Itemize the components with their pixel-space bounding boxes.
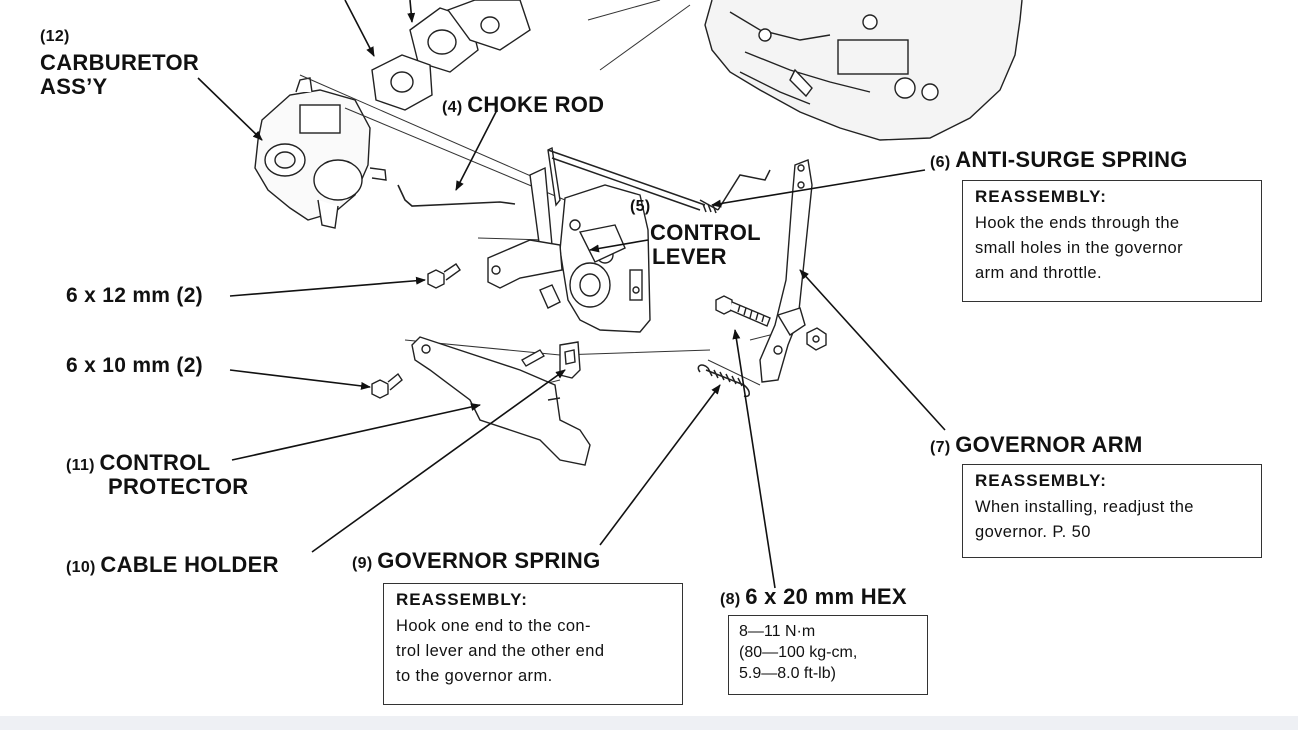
- carburetor-label-line1: CARBURETOR: [40, 50, 200, 75]
- carburetor-label-line2: ASS’Y: [40, 74, 108, 99]
- control-lever-number: (5): [630, 198, 651, 215]
- cable-holder-drawing: [559, 341, 581, 379]
- bolt-6x12-drawing: [427, 263, 461, 289]
- note-line: small holes in the governor: [975, 239, 1183, 257]
- carburetor-number: (12): [40, 28, 70, 45]
- anti-surge-spring-name: ANTI-SURGE SPRING: [955, 147, 1188, 172]
- callout-arrows: [197, 0, 946, 589]
- choke-rod-label: (4) CHOKE ROD: [442, 92, 604, 118]
- anti-surge-spring-number: (6): [930, 154, 951, 171]
- anti-surge-spring-drawing: [547, 149, 771, 214]
- bolt-6x10-drawing: [371, 372, 403, 399]
- control-protector-name-line1: CONTROL: [99, 450, 211, 475]
- control-protector-drawing: [411, 336, 591, 466]
- note-line: When installing, readjust the: [975, 498, 1194, 516]
- torque-line: (80—100 kg-cm,: [739, 644, 858, 661]
- note-line: trol lever and the other end: [396, 642, 605, 660]
- small-screw-drawing: [521, 349, 545, 367]
- engine-block: [704, 0, 1023, 141]
- intake-gaskets: [371, 0, 531, 111]
- hex-bolt-name: 6 x 20 mm HEX: [745, 584, 907, 609]
- control-lever-label-line2: LEVER: [652, 244, 727, 269]
- control-protector-number: (11): [66, 457, 95, 474]
- governor-spring-reassembly-note: REASSEMBLY: Hook one end to the con- tro…: [383, 583, 683, 705]
- note-heading: REASSEMBLY:: [975, 187, 1107, 206]
- bolt-6x10-label: 6 x 10 mm (2): [66, 354, 203, 377]
- cable-holder-name: CABLE HOLDER: [100, 552, 279, 577]
- governor-spring-number: (9): [352, 555, 373, 572]
- control-protector-name-line2: PROTECTOR: [108, 474, 249, 499]
- note-line: Hook the ends through the: [975, 214, 1180, 232]
- carburetor-drawing: [254, 77, 387, 229]
- governor-arm-name: GOVERNOR ARM: [955, 432, 1143, 457]
- governor-arm-number: (7): [930, 439, 951, 456]
- governor-arm-reassembly-note: REASSEMBLY: When installing, readjust th…: [962, 464, 1262, 558]
- choke-rod-name: CHOKE ROD: [467, 92, 605, 117]
- note-line: Hook one end to the con-: [396, 617, 591, 635]
- torque-line: 8—11 N·m: [739, 623, 816, 640]
- choke-rod-drawing: [397, 184, 516, 207]
- governor-arm-drawing: [759, 159, 827, 383]
- anti-surge-spring-label: (6) ANTI-SURGE SPRING: [930, 147, 1188, 173]
- bolt-6x12-label: 6 x 12 mm (2): [66, 284, 203, 307]
- control-lever-label-line1: CONTROL: [650, 220, 761, 245]
- anti-surge-reassembly-note: REASSEMBLY: Hook the ends through the sm…: [962, 180, 1262, 302]
- cable-holder-number: (10): [66, 559, 96, 576]
- control-protector-label: (11) CONTROL: [66, 450, 210, 476]
- hex-bolt-number: (8): [720, 591, 741, 608]
- note-heading: REASSEMBLY:: [396, 590, 528, 609]
- cable-holder-label: (10) CABLE HOLDER: [66, 552, 279, 578]
- viewer-bottom-bar: [0, 716, 1298, 730]
- note-line: arm and throttle.: [975, 264, 1102, 282]
- governor-spring-name: GOVERNOR SPRING: [377, 548, 601, 573]
- choke-rod-number: (4): [442, 99, 463, 116]
- hex-bolt-label: (8) 6 x 20 mm HEX: [720, 584, 907, 610]
- governor-spring-drawing: [697, 364, 750, 398]
- control-lever-drawing: [487, 146, 651, 333]
- governor-spring-label: (9) GOVERNOR SPRING: [352, 548, 601, 574]
- torque-line: 5.9—8.0 ft-lb): [739, 665, 836, 682]
- note-line: to the governor arm.: [396, 667, 553, 685]
- hex-bolt-torque-box: 8—11 N·m (80—100 kg-cm, 5.9—8.0 ft-lb): [728, 615, 928, 695]
- governor-arm-label: (7) GOVERNOR ARM: [930, 432, 1143, 458]
- assembly-leader-lines: [299, 0, 791, 391]
- note-heading: REASSEMBLY:: [975, 471, 1107, 490]
- hex-bolt-drawing: [715, 295, 771, 327]
- note-line: governor. P. 50: [975, 523, 1091, 541]
